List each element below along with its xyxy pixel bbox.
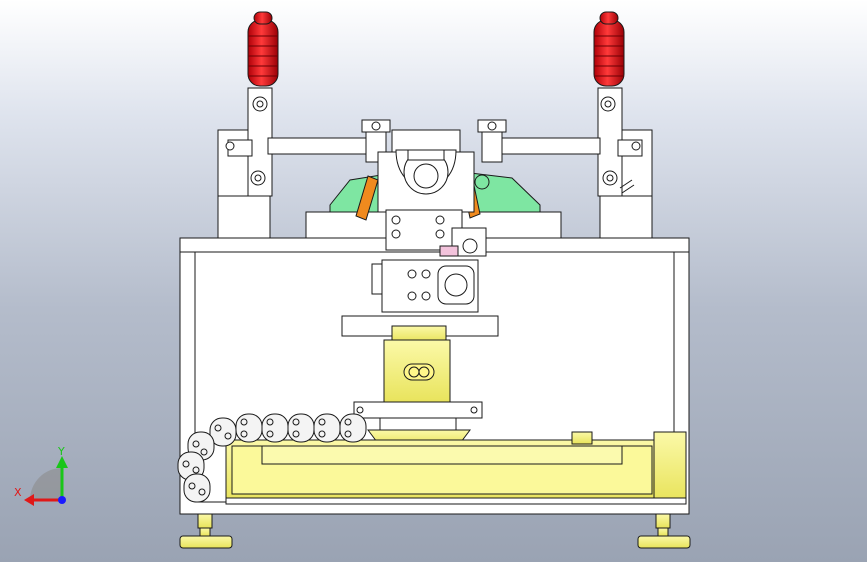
linear-slide-rail	[225, 431, 687, 505]
x-axis-label: X	[14, 486, 22, 499]
left-clamp-arm	[267, 137, 379, 155]
center-clamp-head	[377, 129, 487, 257]
right-clamp-arm	[489, 137, 601, 155]
lower-mount-block	[371, 259, 479, 313]
y-axis-label: Y	[57, 445, 65, 458]
axis-triad: Y X	[14, 445, 68, 506]
yellow-column	[383, 325, 451, 405]
left-orange-blade	[355, 175, 379, 221]
left-toggle-clamp	[217, 87, 273, 239]
triad-quarter-disc	[30, 468, 62, 500]
right-red-handle	[593, 11, 625, 87]
right-foot	[637, 513, 691, 549]
z-axis-dot-icon	[58, 496, 66, 504]
left-red-handle	[247, 11, 279, 87]
x-axis-arrow-icon	[24, 494, 34, 506]
left-foot	[179, 513, 233, 549]
right-toggle-clamp	[597, 87, 653, 239]
cable-chain	[177, 413, 367, 503]
right-clamp-screw	[477, 119, 507, 163]
y-axis-arrow-icon	[56, 456, 68, 468]
